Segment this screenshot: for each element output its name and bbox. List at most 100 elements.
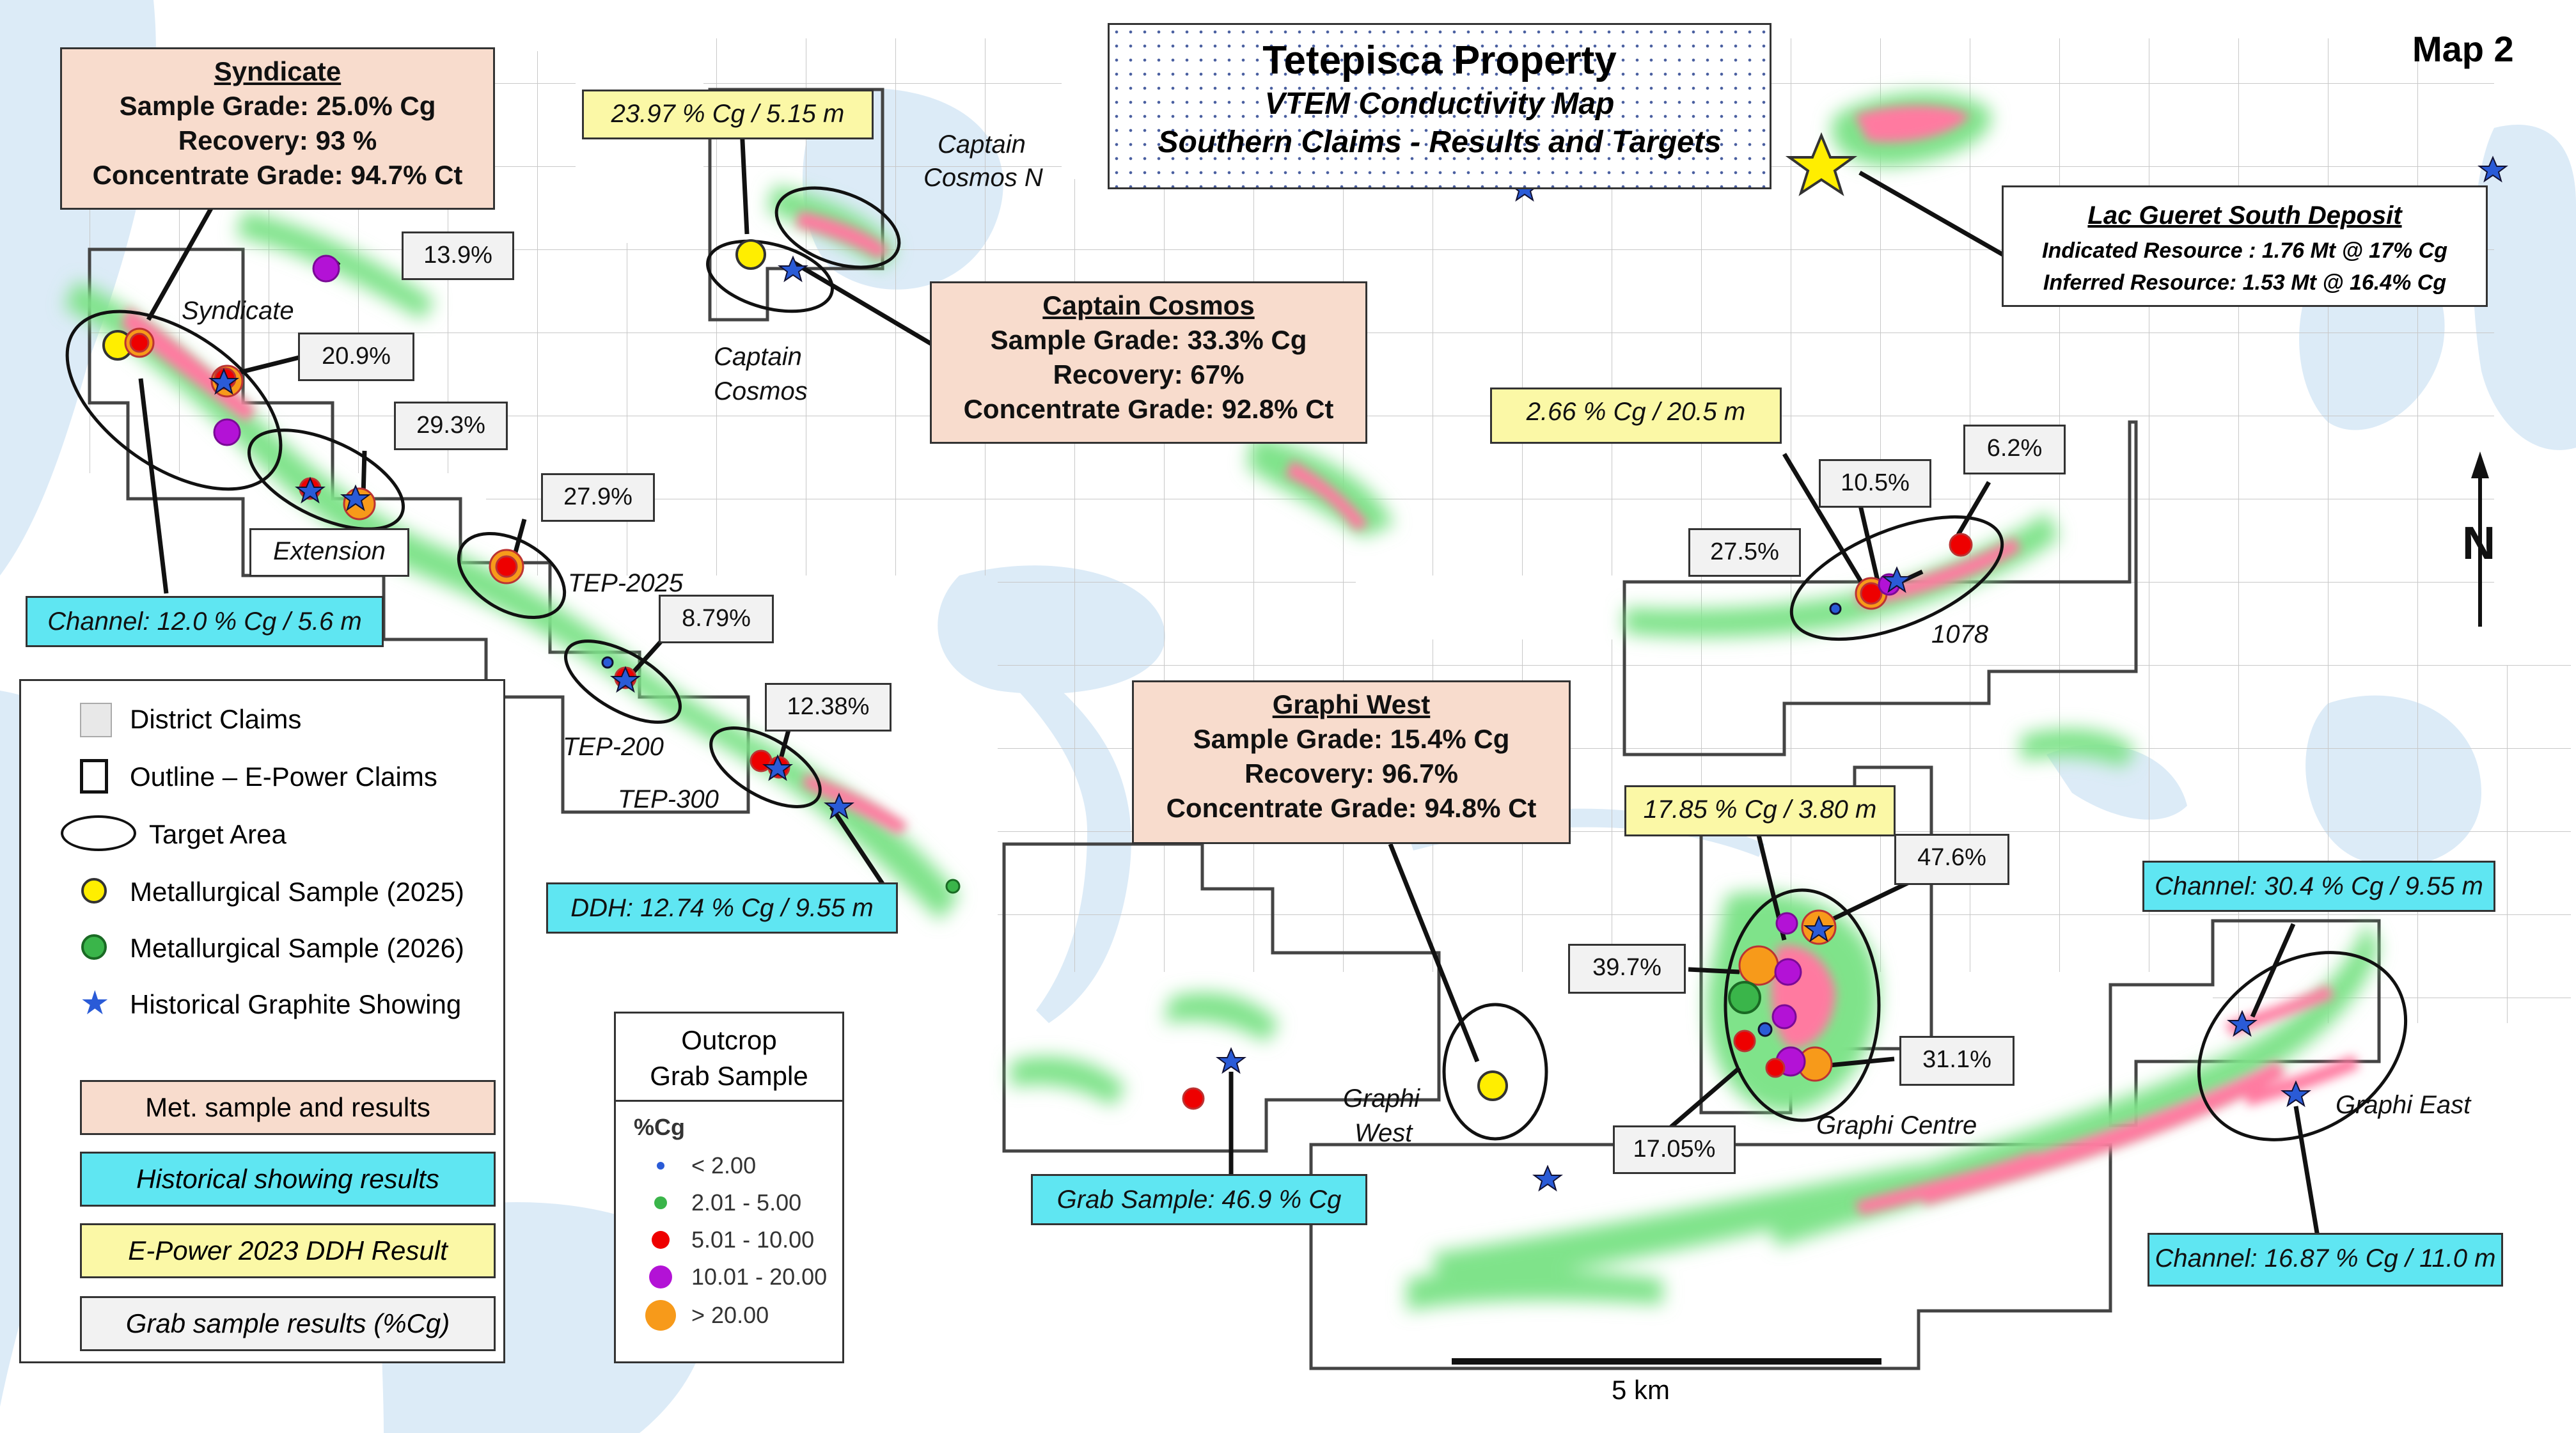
star-tep300-ddh <box>824 792 854 820</box>
label-graphi-east: Graphi East <box>2336 1091 2471 1119</box>
label-tep300: TEP-300 <box>618 785 719 813</box>
grab-17-05: 17.05% <box>1613 1125 1736 1174</box>
grab-20-9: 20.9% <box>298 333 414 381</box>
legend-met-2025-label: Metallurgical Sample (2025) <box>130 877 464 907</box>
met-title-captain-cosmos: Captain Cosmos <box>1042 290 1255 320</box>
outcrop-legend-header: Outcrop Grab Sample <box>616 1014 842 1102</box>
met-concentrate-graphi-west: Concentrate Grade: 94.8% Ct <box>1166 793 1537 823</box>
label-tep2025: TEP-2025 <box>568 569 684 597</box>
scale-label: 5 km <box>1612 1375 1670 1405</box>
ddh-captain-cosmos: 23.97 % Cg / 5.15 m <box>582 90 874 139</box>
legend-district-claims: District Claims <box>21 694 503 745</box>
north-label: N <box>2462 518 2495 569</box>
star-syndicate <box>208 368 239 395</box>
claim-outline-captain-cosmos <box>708 88 884 322</box>
target-areas <box>65 186 2408 1141</box>
outcrop-legend: Outcrop Grab Sample %Cg < 2.00 2.01 - 5.… <box>614 1012 844 1363</box>
map-number: Map 2 <box>2412 29 2514 69</box>
grab-12-38: 12.38% <box>765 683 891 732</box>
outcrop-class-3: 5.01 - 10.00 <box>616 1222 842 1258</box>
legend-outline-claims: Outline – E-Power Claims <box>21 751 503 803</box>
label-1078: 1078 <box>1931 620 1988 648</box>
met-recovery-graphi-west: Recovery: 96.7% <box>1245 758 1458 788</box>
legend-met-2025-swatch <box>81 878 107 904</box>
ddh-graphi-centre: 17.85 % Cg / 3.80 m <box>1624 785 1896 836</box>
target-area-tep300 <box>709 726 822 808</box>
ddh-1078: 2.66 % Cg / 20.5 m <box>1490 388 1782 444</box>
legend-ddh-2023: E-Power 2023 DDH Result <box>80 1223 496 1278</box>
outcrop-label-4: 10.01 - 20.00 <box>691 1264 828 1290</box>
target-area-tep200 <box>564 639 682 724</box>
grab-39-7: 39.7% <box>1568 944 1686 994</box>
hist-tep300-ddh: DDH: 12.74 % Cg / 9.55 m <box>546 882 898 934</box>
map-title: Tetepisca Property <box>1262 38 1617 82</box>
map-title-box: Tetepisca Property VTEM Conductivity Map… <box>1108 23 1771 189</box>
outcrop-swatch-5 <box>645 1300 676 1331</box>
target-area-graphi-west <box>1442 1003 1548 1141</box>
target-area-extension <box>247 428 405 531</box>
star-graphi-west-grab <box>1216 1047 1246 1074</box>
leader-lines <box>138 127 2321 1245</box>
met-title-syndicate: Syndicate <box>214 56 342 86</box>
met-recovery-syndicate: Recovery: 93 % <box>178 125 377 155</box>
label-captain-cosmos-n-1: Captain <box>938 130 1026 159</box>
star-captain-cosmos <box>778 255 808 283</box>
outcrop-title-2: Grab Sample <box>650 1061 808 1091</box>
legend-district-swatch <box>80 703 112 737</box>
sample-13-9 <box>312 254 340 283</box>
north-arrow <box>2471 451 2489 627</box>
scale-bar <box>1452 1358 1881 1365</box>
outcrop-label-5: > 20.00 <box>691 1302 769 1328</box>
legend-target-area: Target Area <box>21 809 503 860</box>
label-graphi-west-1: Graphi <box>1343 1085 1420 1113</box>
outcrop-title-1: Outcrop <box>681 1025 777 1055</box>
legend-met-results: Met. sample and results <box>80 1080 496 1135</box>
met-concentrate-captain-cosmos: Concentrate Grade: 92.8% Ct <box>963 394 1334 424</box>
grab-27-9: 27.9% <box>541 473 655 522</box>
legend: District Claims Outline – E-Power Claims… <box>19 679 505 1363</box>
star-extension-2 <box>340 484 371 512</box>
met-sample-2025-captain-cosmos <box>735 239 766 270</box>
star-tep200 <box>610 666 641 693</box>
outcrop-swatch-3 <box>652 1231 670 1249</box>
hist-graphi-east-channel-2: Channel: 16.87 % Cg / 11.0 m <box>2148 1233 2503 1287</box>
hist-graphi-east-channel-1: Channel: 30.4 % Cg / 9.55 m <box>2142 861 2495 912</box>
outcrop-class-5: > 20.00 <box>616 1297 842 1333</box>
outcrop-swatch-4 <box>649 1265 672 1288</box>
legend-target-swatch <box>61 815 136 851</box>
outcrop-label-2: 2.01 - 5.00 <box>691 1189 802 1216</box>
claim-outline-graphi-west <box>1002 842 1441 1153</box>
label-captain-cosmos-n-2: Cosmos N <box>923 164 1043 192</box>
met-grade-captain-cosmos: Sample Grade: 33.3% Cg <box>990 325 1307 355</box>
legend-historical-showing: ★ Historical Graphite Showing <box>21 979 503 1030</box>
outcrop-class-4: 10.01 - 20.00 <box>616 1259 842 1295</box>
label-extension: Extension <box>249 528 409 577</box>
outcrop-label-1: < 2.00 <box>691 1152 757 1179</box>
met-box-graphi-west: Graphi West Sample Grade: 15.4% Cg Recov… <box>1132 680 1571 844</box>
legend-outline-label: Outline – E-Power Claims <box>130 762 437 792</box>
target-area-syndicate <box>65 309 283 491</box>
grab-47-6: 47.6% <box>1894 834 2009 885</box>
lac-gueret-star <box>1785 132 1858 196</box>
target-area-tep2025 <box>457 531 567 620</box>
star-graphi-centre <box>1803 915 1834 943</box>
lake-far-east <box>2472 125 2576 450</box>
legend-outline-swatch <box>80 759 108 794</box>
legend-met-2026-label: Metallurgical Sample (2026) <box>130 933 464 963</box>
lac-gueret-title: Lac Gueret South Deposit <box>2087 201 2402 230</box>
lac-gueret-indicated: Indicated Resource : 1.76 Mt @ 17% Cg <box>2042 239 2447 263</box>
sample-6-2 <box>1949 533 1973 557</box>
lac-gueret-box: Lac Gueret South Deposit Indicated Resou… <box>2002 185 2488 307</box>
outcrop-swatch-2 <box>654 1196 667 1209</box>
legend-historical-label: Historical Graphite Showing <box>130 989 462 1019</box>
label-syndicate: Syndicate <box>182 297 294 325</box>
historical-showings <box>208 155 2508 1192</box>
star-graphi-south <box>1532 1164 1563 1192</box>
grab-27-5: 27.5% <box>1688 528 1801 577</box>
star-graphi-east-2 <box>2281 1080 2311 1108</box>
hist-syndicate-channel: Channel: 12.0 % Cg / 5.6 m <box>26 596 384 647</box>
star-extension <box>295 476 326 504</box>
star-1078 <box>1881 566 1912 593</box>
map-subtitle-1: VTEM Conductivity Map <box>1264 87 1615 121</box>
map-subtitle-2: Southern Claims - Results and Targets <box>1158 125 1722 159</box>
